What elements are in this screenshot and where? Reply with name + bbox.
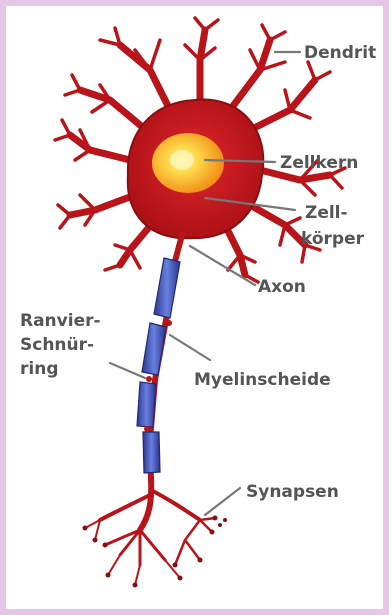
label-axon: Axon	[258, 277, 306, 297]
label-synapsen: Synapsen	[246, 482, 339, 502]
label-dendrit: Dendrit	[304, 43, 376, 63]
label-zellkern: Zellkern	[280, 153, 358, 173]
axon	[137, 235, 182, 480]
diagram-frame: Dendrit Zellkern Zell- körper Axon Ranvi…	[6, 6, 383, 609]
label-myelinscheide: Myelinscheide	[194, 370, 331, 390]
label-ranvier-line3: ring	[20, 359, 58, 379]
myelin-sheaths	[137, 258, 180, 473]
neuron-diagram: Dendrit Zellkern Zell- körper Axon Ranvi…	[6, 6, 383, 609]
label-ranvier-line1: Ranvier-	[20, 311, 101, 331]
label-zellkoerper-line2: körper	[301, 229, 365, 249]
label-zellkoerper-line1: Zell-	[305, 203, 348, 223]
ranvier-node	[166, 320, 172, 326]
axon-terminals	[85, 478, 215, 585]
label-ranvier-line2: Schnür-	[20, 335, 94, 355]
